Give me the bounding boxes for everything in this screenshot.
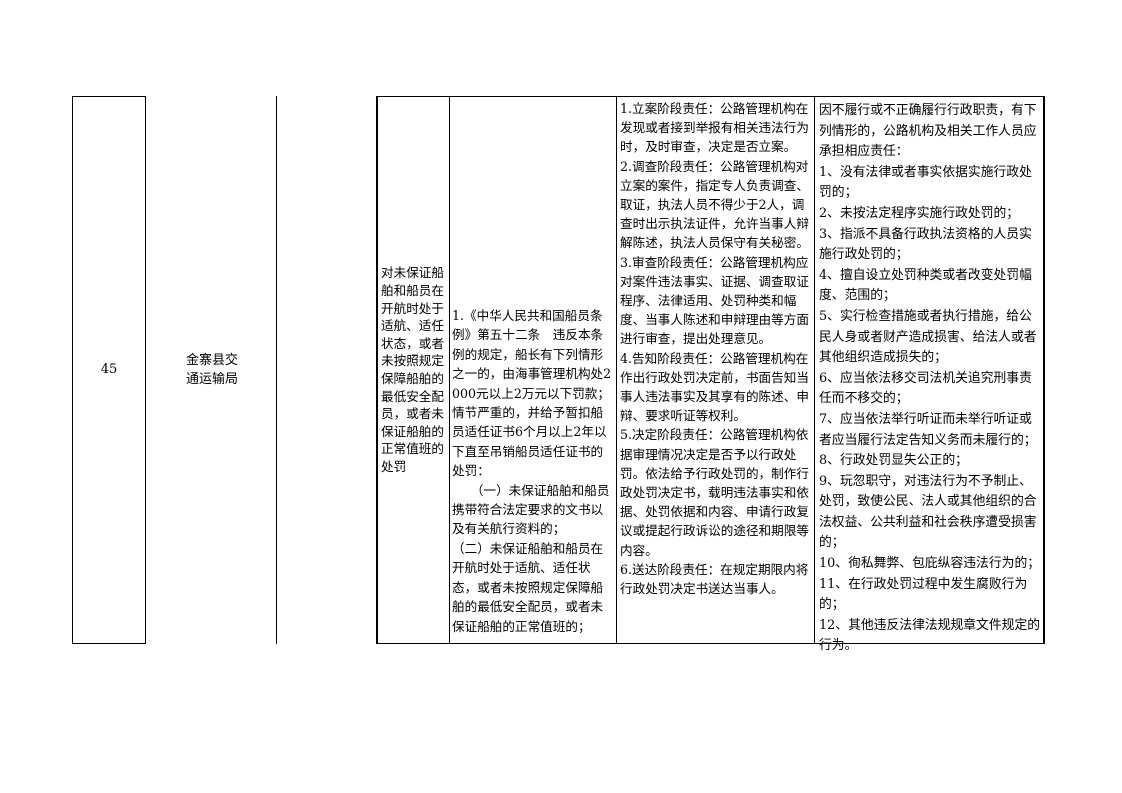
column-border xyxy=(616,96,617,644)
column-border xyxy=(276,96,277,644)
column-border xyxy=(814,96,815,644)
responsibility-text: 1.立案阶段责任：公路管理机构在发现或者接到举报有相关违法行为时，及时审查，决定… xyxy=(620,101,809,597)
row-bottom-border xyxy=(72,643,146,644)
seq-number: 45 xyxy=(100,362,118,378)
responsibility-cell: 1.立案阶段责任：公路管理机构在发现或者接到举报有相关违法行为时，及时审查，决定… xyxy=(617,96,814,644)
column-border xyxy=(145,96,146,644)
item-name: 对未保证船舶和船员在开航时处于适航、适任状态，或者未按照规定保障船舶的最低安全配… xyxy=(381,265,444,474)
seq-cell: 45 xyxy=(73,96,145,644)
legal-basis-cell: 1.《中华人民共和国船员条例》第五十二条 违反本条例的规定，船长有下列情形之一的… xyxy=(450,96,616,644)
row-top-border xyxy=(72,96,146,97)
department-cell: 金寨县交通运输局 xyxy=(146,96,276,644)
row-bottom-border xyxy=(376,643,1044,644)
accountability-cell: 因不履行或不正确履行行政职责，有下列情形的，公路机构及相关工作人员应承担相应责任… xyxy=(815,96,1043,653)
column-border xyxy=(376,96,378,644)
column-border xyxy=(1043,96,1045,644)
column-border xyxy=(449,96,450,644)
column-border xyxy=(72,96,73,644)
item-name-cell: 对未保证船舶和船员在开航时处于适航、适任状态，或者未按照规定保障船舶的最低安全配… xyxy=(378,96,449,644)
accountability-text: 因不履行或不正确履行行政职责，有下列情形的，公路机构及相关工作人员应承担相应责任… xyxy=(819,103,1041,654)
row-top-border xyxy=(376,96,1044,97)
legal-basis-text: 1.《中华人民共和国船员条例》第五十二条 违反本条例的规定，船长有下列情形之一的… xyxy=(452,308,612,634)
department-name: 金寨县交通运输局 xyxy=(185,353,238,387)
table-row: 45 金寨县交通运输局 对未保证船舶和船员在开航时处于适航、适任状态，或者未按照… xyxy=(72,96,1045,653)
